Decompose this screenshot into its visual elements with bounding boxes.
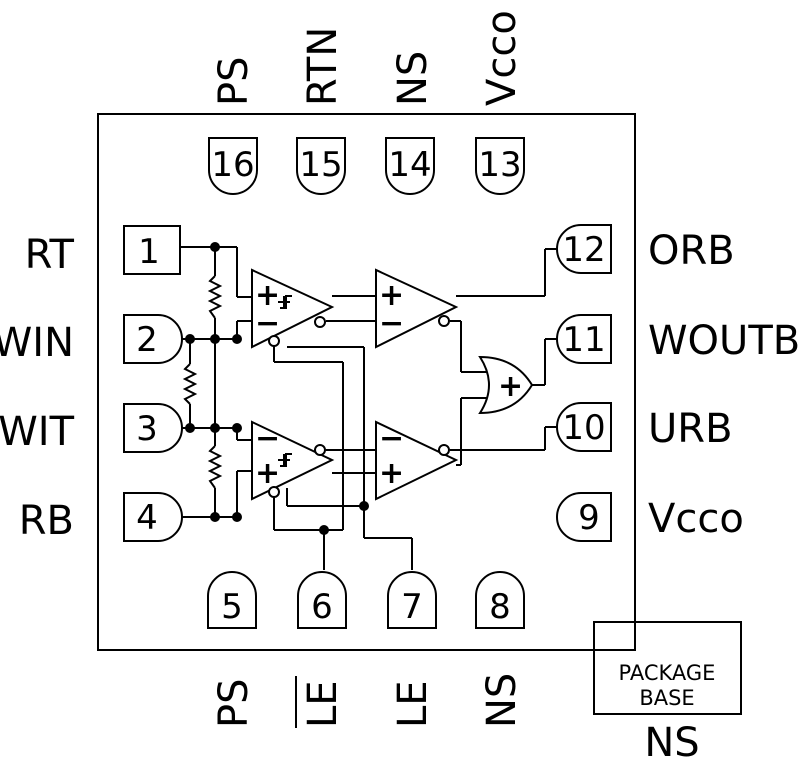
pin-4: 4: [123, 492, 183, 542]
junction-dots: [185, 242, 369, 535]
package-base-label-line2: BASE: [639, 686, 694, 710]
package-body: [97, 113, 636, 651]
pin-number: 4: [136, 498, 158, 538]
pin-15-name: RTN: [300, 27, 346, 106]
pin-number: 7: [401, 587, 423, 627]
comparator-bottom-minus: −: [255, 421, 280, 456]
pin-6: 6: [297, 571, 347, 629]
pin-12: 12: [556, 224, 612, 274]
pin-number: 1: [138, 232, 160, 272]
pin-12-name: ORB: [648, 228, 735, 274]
resistor-middle: [182, 363, 198, 405]
pin-14: 14: [385, 137, 435, 195]
resistor-top: [207, 275, 223, 319]
pin-1: 1: [123, 225, 181, 275]
or-gate-plus: +: [498, 369, 523, 404]
pin-number: 10: [562, 408, 605, 448]
pin-15: 15: [296, 137, 346, 195]
amplifier-top-plus: +: [379, 278, 404, 313]
pin-number: 11: [562, 320, 605, 360]
pin-4-name: RB: [19, 498, 74, 544]
pin-number: 16: [211, 145, 254, 185]
pin-13-name: Vcco: [479, 10, 525, 106]
package-base-label-line1: PACKAGE: [619, 661, 716, 685]
pin-number: 3: [136, 409, 158, 449]
pin-8-name: NS: [479, 673, 525, 728]
amplifier-bottom-minus: −: [379, 421, 404, 456]
pin-1-name: RT: [25, 232, 75, 278]
pin-number: 6: [311, 587, 333, 627]
amplifier-top: + −: [375, 268, 459, 349]
pin-number: 8: [489, 587, 511, 627]
pin-6-name: LE: [300, 680, 346, 728]
pin-number: 14: [388, 145, 431, 185]
pin-number: 9: [578, 498, 600, 538]
pin-14-name: NS: [390, 51, 436, 106]
or-gate: +: [478, 355, 534, 415]
pin-3: 3: [123, 403, 183, 453]
hysteresis-icon: [278, 453, 292, 467]
pin-number: 5: [221, 587, 243, 627]
pin-8: 8: [475, 571, 525, 629]
pin-9-name: Vcco: [648, 496, 744, 542]
amplifier-bottom: − +: [375, 420, 459, 501]
resistor-bottom: [207, 445, 223, 489]
internal-wiring: [180, 246, 557, 570]
pin-5-name: PS: [211, 678, 257, 728]
pin-number: 2: [136, 320, 158, 360]
pin-2-name: WIN: [0, 320, 74, 366]
pin-13: 13: [475, 137, 525, 195]
pin-7-name: LE: [390, 680, 436, 728]
package-base-box: [593, 621, 742, 715]
pin-number: 12: [562, 230, 605, 270]
pin-2: 2: [123, 314, 183, 364]
pin-number: 15: [299, 145, 342, 185]
hysteresis-icon: [278, 295, 292, 309]
pin-16: 16: [208, 137, 258, 195]
pin-9: 9: [556, 492, 612, 542]
comparator-top-minus: −: [255, 306, 280, 341]
pin-number: 13: [478, 145, 521, 185]
pin-10: 10: [556, 402, 612, 452]
comparator-top: + −: [251, 268, 335, 349]
comparator-bottom: − +: [251, 420, 335, 501]
pin-16-name: PS: [211, 56, 257, 106]
amplifier-top-minus: −: [379, 306, 404, 341]
pin-11: 11: [556, 314, 612, 364]
package-base-pin-name: NS: [644, 720, 699, 758]
pin-11-name: WOUTB: [648, 318, 800, 364]
pin-5: 5: [207, 571, 257, 629]
comparator-bottom-plus: +: [255, 456, 280, 491]
pin-7: 7: [387, 571, 437, 629]
comparator-top-plus: +: [255, 278, 280, 313]
pin-3-name: WIT: [0, 409, 75, 455]
amplifier-bottom-plus: +: [379, 456, 404, 491]
pin-10-name: URB: [648, 406, 733, 452]
